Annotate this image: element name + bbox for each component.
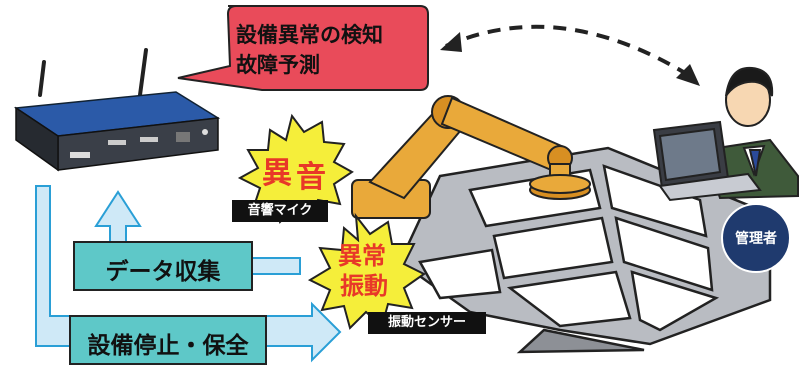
callout-line-1: 設備異常の検知 <box>236 23 383 47</box>
abnormal-vibration-burst <box>307 212 426 330</box>
stop-maintain-box <box>69 315 267 365</box>
callout-text: 設備異常の検知 故障予測 <box>236 20 406 80</box>
callout-bubble <box>177 5 429 91</box>
microphone-tag: 音響マイク <box>232 200 328 222</box>
administrator-icon <box>652 66 799 202</box>
data-collection-box <box>73 241 253 291</box>
abnormal-sound-char-2: 音 <box>296 160 326 195</box>
vibration-sensor-tag: 振動センサー <box>368 312 486 334</box>
abnormal-vibration-line-1: 異常 <box>338 241 386 270</box>
edge-device-icon <box>13 48 221 172</box>
communication-arrow <box>440 24 700 86</box>
callout-line-2: 故障予測 <box>236 53 320 77</box>
data-collection-label: データ収集 <box>105 259 221 285</box>
abnormal-sound-char-1: 異 <box>262 156 292 191</box>
admin-label: 管理者 <box>735 231 777 247</box>
abnormal-vibration-line-2: 振動 <box>340 271 388 300</box>
stop-maintain-label: 設備停止・保全 <box>87 333 249 359</box>
robot-arm-icon <box>351 95 591 219</box>
admin-badge <box>721 203 791 273</box>
